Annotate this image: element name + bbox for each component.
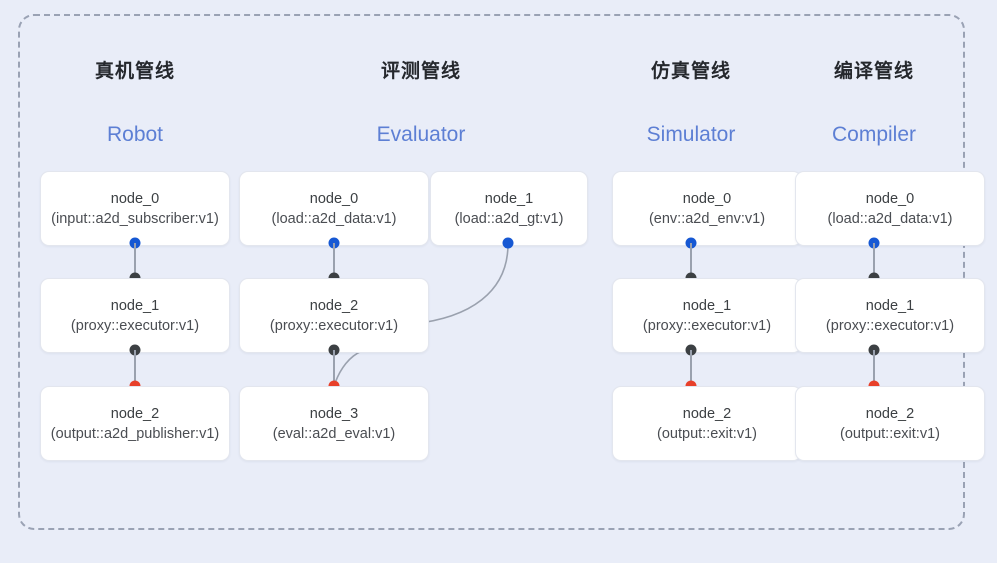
node-robot-1[interactable]: node_1 (proxy::executor:v1): [40, 278, 230, 353]
node-simulator-2[interactable]: node_2 (output::exit:v1): [612, 386, 802, 461]
column-label-cn-evaluator: 评测管线: [380, 61, 461, 82]
node-title: node_3: [309, 405, 359, 422]
link-compiler-0-1: [873, 243, 875, 278]
column-label-cn-robot: 真机管线: [94, 61, 175, 82]
node-title: node_1: [484, 190, 534, 207]
node-robot-2[interactable]: node_2 (output::a2d_publisher:v1): [40, 386, 230, 461]
node-spec: (proxy::executor:v1): [70, 317, 200, 334]
node-spec: (load::a2d_gt:v1): [454, 210, 564, 227]
link-evaluator-2-3: [333, 350, 335, 386]
node-spec: (proxy::executor:v1): [825, 317, 955, 334]
node-spec: (input::a2d_subscriber:v1): [51, 210, 219, 227]
node-spec: (proxy::executor:v1): [269, 317, 399, 334]
node-simulator-0[interactable]: node_0 (env::a2d_env:v1): [612, 171, 802, 246]
link-evaluator-0-2: [333, 243, 335, 278]
column-label-en-simulator: Simulator: [646, 123, 736, 146]
link-robot-1-2: [134, 350, 136, 386]
node-title: node_2: [309, 297, 359, 314]
node-spec: (output::exit:v1): [840, 425, 940, 442]
column-label-cn-simulator: 仿真管线: [650, 61, 731, 82]
column-label-en-evaluator: Evaluator: [376, 123, 466, 146]
node-spec: (load::a2d_data:v1): [271, 210, 397, 227]
node-title: node_0: [110, 190, 160, 207]
node-title: node_2: [682, 405, 732, 422]
node-evaluator-0[interactable]: node_0 (load::a2d_data:v1): [239, 171, 429, 246]
node-compiler-2[interactable]: node_2 (output::exit:v1): [795, 386, 985, 461]
node-title: node_0: [865, 190, 915, 207]
link-compiler-1-2: [873, 350, 875, 386]
link-simulator-0-1: [690, 243, 692, 278]
node-spec: (output::a2d_publisher:v1): [50, 425, 220, 442]
link-robot-0-1: [134, 243, 136, 278]
node-title: node_0: [682, 190, 732, 207]
column-label-cn-compiler: 编译管线: [833, 61, 914, 82]
node-title: node_0: [309, 190, 359, 207]
port-evaluator-gt-out[interactable]: [502, 237, 514, 249]
node-spec: (env::a2d_env:v1): [648, 210, 766, 227]
column-header-compiler: 编译管线 Compiler: [764, 60, 984, 148]
link-simulator-1-2: [690, 350, 692, 386]
node-spec: (load::a2d_data:v1): [827, 210, 953, 227]
node-spec: (proxy::executor:v1): [642, 317, 772, 334]
node-title: node_1: [110, 297, 160, 314]
column-header-simulator: 仿真管线 Simulator: [581, 60, 801, 148]
column-label-en-robot: Robot: [106, 123, 164, 146]
node-evaluator-3[interactable]: node_3 (eval::a2d_eval:v1): [239, 386, 429, 461]
node-compiler-1[interactable]: node_1 (proxy::executor:v1): [795, 278, 985, 353]
node-robot-0[interactable]: node_0 (input::a2d_subscriber:v1): [40, 171, 230, 246]
node-title: node_2: [865, 405, 915, 422]
node-evaluator-2[interactable]: node_2 (proxy::executor:v1): [239, 278, 429, 353]
node-evaluator-gt[interactable]: node_1 (load::a2d_gt:v1): [430, 171, 588, 246]
node-spec: (output::exit:v1): [657, 425, 757, 442]
column-header-evaluator: 评测管线 Evaluator: [311, 60, 531, 148]
node-title: node_1: [865, 297, 915, 314]
node-compiler-0[interactable]: node_0 (load::a2d_data:v1): [795, 171, 985, 246]
column-label-en-compiler: Compiler: [831, 123, 917, 146]
node-title: node_1: [682, 297, 732, 314]
node-simulator-1[interactable]: node_1 (proxy::executor:v1): [612, 278, 802, 353]
node-title: node_2: [110, 405, 160, 422]
column-header-robot: 真机管线 Robot: [25, 60, 245, 148]
node-spec: (eval::a2d_eval:v1): [272, 425, 396, 442]
